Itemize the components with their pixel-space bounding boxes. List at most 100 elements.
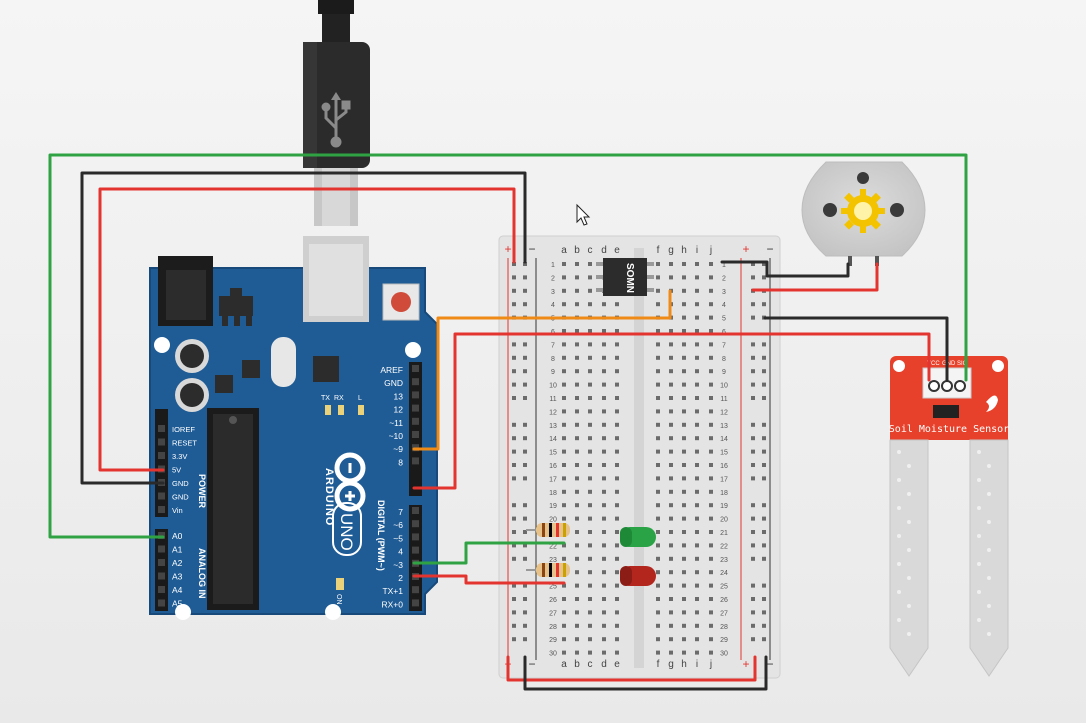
breadboard-hole[interactable] <box>656 503 660 508</box>
rail-hole[interactable] <box>512 597 516 601</box>
rail-hole[interactable] <box>751 583 755 588</box>
header-socket[interactable] <box>412 391 419 399</box>
rail-hole[interactable] <box>751 637 755 642</box>
rail-hole[interactable] <box>751 396 755 400</box>
header-socket[interactable] <box>158 425 165 432</box>
breadboard-hole[interactable] <box>695 275 699 280</box>
breadboard-hole[interactable] <box>656 610 660 615</box>
breadboard-hole[interactable] <box>656 409 660 414</box>
breadboard-hole[interactable] <box>656 382 660 387</box>
breadboard-hole[interactable] <box>562 489 566 494</box>
rail-hole[interactable] <box>762 597 766 601</box>
rail-hole[interactable] <box>523 302 527 307</box>
breadboard-hole[interactable] <box>588 623 592 628</box>
breadboard-hole[interactable] <box>562 650 566 655</box>
rail-hole[interactable] <box>762 463 766 467</box>
breadboard-hole[interactable] <box>575 489 579 494</box>
breadboard-hole[interactable] <box>695 409 699 414</box>
breadboard-hole[interactable] <box>669 597 673 601</box>
breadboard-hole[interactable] <box>682 530 686 534</box>
breadboard-hole[interactable] <box>588 530 592 534</box>
breadboard-hole[interactable] <box>669 409 673 414</box>
breadboard-hole[interactable] <box>669 275 673 280</box>
breadboard-hole[interactable] <box>588 409 592 414</box>
breadboard-hole[interactable] <box>575 610 579 615</box>
breadboard-hole[interactable] <box>575 262 579 266</box>
breadboard-hole[interactable] <box>588 302 592 307</box>
breadboard-hole[interactable] <box>709 623 713 628</box>
header-socket[interactable] <box>412 417 419 425</box>
breadboard-hole[interactable] <box>575 597 579 601</box>
breadboard-hole[interactable] <box>656 355 660 360</box>
breadboard-hole[interactable] <box>575 556 579 561</box>
header-socket[interactable] <box>158 545 165 553</box>
header-socket[interactable] <box>158 452 165 459</box>
breadboard-hole[interactable] <box>615 355 619 360</box>
breadboard-hole[interactable] <box>575 583 579 588</box>
header-socket[interactable] <box>412 599 419 607</box>
rail-hole[interactable] <box>512 355 516 360</box>
breadboard-hole[interactable] <box>588 342 592 347</box>
breadboard-hole[interactable] <box>615 583 619 588</box>
header-socket[interactable] <box>158 506 165 513</box>
rail-hole[interactable] <box>751 530 755 534</box>
breadboard-hole[interactable] <box>615 449 619 454</box>
breadboard-hole[interactable] <box>575 650 579 655</box>
breadboard-hole[interactable] <box>615 302 619 307</box>
breadboard-hole[interactable] <box>562 342 566 347</box>
breadboard-hole[interactable] <box>682 355 686 360</box>
breadboard-hole[interactable] <box>575 463 579 467</box>
breadboard-hole[interactable] <box>562 597 566 601</box>
rail-hole[interactable] <box>751 342 755 347</box>
breadboard-hole[interactable] <box>615 637 619 642</box>
rail-hole[interactable] <box>523 288 527 293</box>
breadboard-hole[interactable] <box>562 556 566 561</box>
breadboard-hole[interactable] <box>709 369 713 374</box>
breadboard-hole[interactable] <box>602 623 606 628</box>
breadboard-hole[interactable] <box>656 422 660 427</box>
breadboard-hole[interactable] <box>695 570 699 575</box>
header-socket[interactable] <box>158 572 165 580</box>
header-socket[interactable] <box>158 599 165 607</box>
breadboard-hole[interactable] <box>575 275 579 280</box>
rail-hole[interactable] <box>512 530 516 534</box>
breadboard-hole[interactable] <box>695 503 699 508</box>
breadboard-hole[interactable] <box>656 556 660 561</box>
breadboard-hole[interactable] <box>615 422 619 427</box>
rail-hole[interactable] <box>762 449 766 454</box>
breadboard-hole[interactable] <box>562 543 566 548</box>
breadboard-hole[interactable] <box>669 449 673 454</box>
breadboard-hole[interactable] <box>695 422 699 427</box>
breadboard-hole[interactable] <box>656 275 660 280</box>
rail-hole[interactable] <box>751 463 755 467</box>
rail-hole[interactable] <box>523 275 527 280</box>
breadboard-hole[interactable] <box>615 436 619 441</box>
breadboard-hole[interactable] <box>588 355 592 360</box>
breadboard-hole[interactable] <box>669 637 673 642</box>
breadboard-hole[interactable] <box>602 422 606 427</box>
breadboard-hole[interactable] <box>682 302 686 307</box>
breadboard-hole[interactable] <box>709 476 713 481</box>
rail-hole[interactable] <box>751 543 755 548</box>
breadboard-hole[interactable] <box>682 476 686 481</box>
breadboard-hole[interactable] <box>588 570 592 575</box>
breadboard-hole[interactable] <box>709 275 713 280</box>
breadboard-hole[interactable] <box>682 610 686 615</box>
breadboard-hole[interactable] <box>602 355 606 360</box>
breadboard-hole[interactable] <box>575 516 579 521</box>
breadboard-hole[interactable] <box>588 597 592 601</box>
breadboard-hole[interactable] <box>695 637 699 642</box>
breadboard-hole[interactable] <box>602 543 606 548</box>
header-socket[interactable] <box>412 431 419 438</box>
led-red[interactable] <box>620 566 656 586</box>
breadboard-hole[interactable] <box>709 637 713 642</box>
resistor[interactable] <box>526 563 570 577</box>
rail-hole[interactable] <box>523 463 527 467</box>
breadboard-hole[interactable] <box>615 382 619 387</box>
breadboard-hole[interactable] <box>602 597 606 601</box>
rail-hole[interactable] <box>512 583 516 588</box>
breadboard-hole[interactable] <box>709 288 713 293</box>
breadboard-hole[interactable] <box>682 369 686 374</box>
breadboard-hole[interactable] <box>562 262 566 266</box>
breadboard-hole[interactable] <box>602 583 606 588</box>
